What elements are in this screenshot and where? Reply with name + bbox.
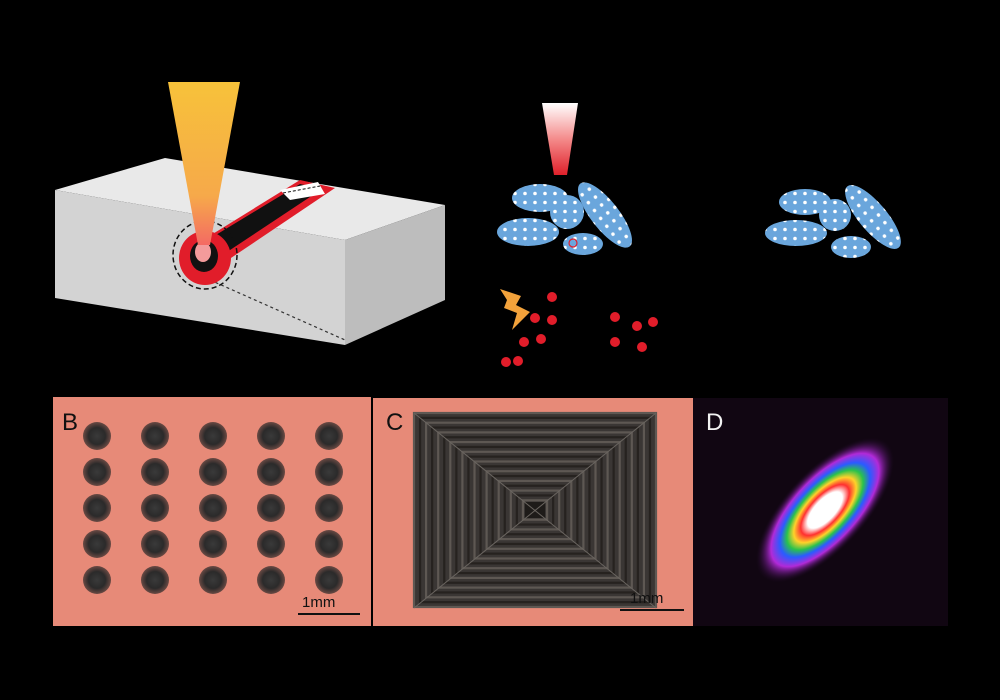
hole	[141, 566, 169, 594]
hole	[199, 566, 227, 594]
hole	[141, 494, 169, 522]
spiral-ring	[521, 499, 549, 521]
hole	[257, 458, 285, 486]
hole	[199, 494, 227, 522]
spiral-ring	[412, 411, 658, 609]
spiral-ring	[425, 421, 646, 599]
spiral-ring	[473, 460, 597, 560]
hole	[199, 530, 227, 558]
panel-d-fluorescence: D	[693, 398, 948, 626]
spiral-ring	[461, 450, 609, 570]
hole	[199, 458, 227, 486]
hole	[257, 422, 285, 450]
hole-grid	[83, 422, 343, 594]
spiral-ring	[431, 426, 639, 594]
hole	[315, 494, 343, 522]
panel-b-scale-label: 1mm	[302, 594, 335, 611]
spiral-ring	[467, 455, 603, 565]
spiral-ring	[497, 479, 573, 541]
particle-cluster-irradiated	[497, 103, 632, 255]
spiral-ring	[485, 470, 585, 550]
panel-c-square-spiral: C 1mm	[373, 398, 693, 626]
hole	[141, 530, 169, 558]
hole	[257, 566, 285, 594]
spiral-ring	[503, 484, 567, 536]
emission-glow	[755, 437, 895, 583]
laser-beam-icon	[168, 82, 240, 245]
hole	[83, 494, 111, 522]
hole	[257, 494, 285, 522]
panel-d-label: D	[706, 409, 723, 436]
particle-cluster-intact	[765, 185, 901, 258]
panel-c-label: C	[386, 409, 403, 436]
hole	[83, 422, 111, 450]
block-top-face	[55, 158, 445, 240]
released-particles	[500, 289, 658, 367]
hole	[199, 422, 227, 450]
panel-b-hole-array: B 1mm	[53, 397, 371, 626]
spiral-ring	[418, 416, 652, 604]
spiral-ring	[455, 445, 615, 575]
hole	[315, 422, 343, 450]
hole	[141, 458, 169, 486]
hole	[257, 530, 285, 558]
spiral-ring	[437, 431, 633, 589]
hole	[83, 458, 111, 486]
hole	[141, 422, 169, 450]
hole	[83, 566, 111, 594]
block-side-face	[345, 205, 445, 345]
spiral-ring	[509, 489, 561, 531]
spiral-ring	[479, 465, 591, 555]
hole	[83, 530, 111, 558]
red-laser-icon	[542, 103, 578, 175]
panel-c-scale-label: 1mm	[630, 590, 663, 607]
written-channel	[190, 180, 335, 262]
spiral-ring	[443, 436, 627, 584]
panel-a-block-diagram	[55, 82, 445, 345]
lightning-bolt-icon	[500, 289, 530, 330]
spiral-ring	[515, 494, 555, 526]
spiral-ring	[449, 441, 621, 580]
hole	[315, 530, 343, 558]
hole	[315, 458, 343, 486]
panel-b-label: B	[62, 409, 78, 436]
spiral-ring	[491, 474, 579, 546]
hole	[315, 566, 343, 594]
